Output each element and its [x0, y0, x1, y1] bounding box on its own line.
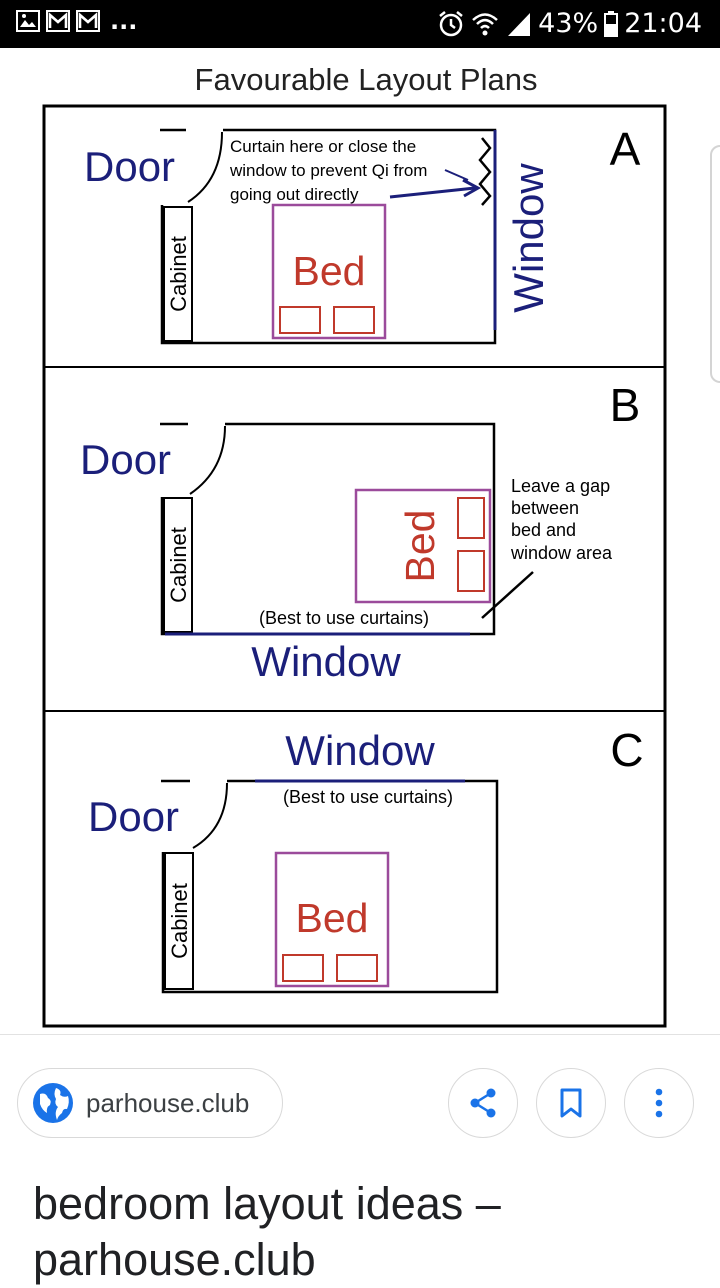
note-text: Leave a gap between bed and window area	[510, 476, 615, 563]
note-arrow	[444, 169, 469, 181]
door-swing	[192, 782, 228, 849]
bookmark-button[interactable]	[536, 1068, 606, 1138]
bed-label: Bed	[293, 248, 366, 294]
status-bar: ... 43% 21:04	[0, 0, 720, 48]
bookmark-icon	[560, 1088, 582, 1118]
bed	[354, 488, 492, 604]
cabinet-label: Cabinet	[166, 527, 191, 603]
room-wall	[160, 128, 497, 345]
plan-a: A Door Cabinet Bed Window Curtain here o…	[84, 123, 641, 345]
share-button[interactable]	[448, 1068, 518, 1138]
cabinet-label: Cabinet	[166, 236, 191, 312]
door-label: Door	[80, 436, 171, 483]
wifi-icon	[472, 12, 499, 35]
notification-overflow: ...	[110, 7, 138, 35]
plan-b: B Door Cabinet Bed (Best to use curtains…	[80, 379, 640, 685]
diagram-frame	[42, 104, 667, 1028]
result-image[interactable]: Favourable Layout Plans A Door Cabinet B…	[0, 48, 720, 1034]
battery-icon	[604, 10, 619, 37]
image-icon	[16, 10, 40, 32]
bed	[274, 851, 390, 988]
door-swing	[189, 425, 226, 495]
diagram-title: Favourable Layout Plans	[195, 62, 538, 97]
door-swing	[187, 131, 223, 203]
note-arrow-head	[462, 178, 482, 198]
note-text: Curtain here or close the window to prev…	[229, 137, 432, 204]
gmail-icon	[76, 10, 100, 32]
door-label: Door	[84, 143, 175, 190]
window-label: Window	[285, 727, 435, 774]
next-image-peek[interactable]	[710, 145, 720, 383]
bed	[271, 203, 387, 340]
panel-letter: A	[610, 123, 641, 175]
battery-percent: 43%	[538, 8, 599, 39]
pillow	[457, 497, 485, 539]
window-label: Window	[505, 163, 552, 313]
gmail-icon	[46, 10, 70, 32]
cabinet-label: Cabinet	[167, 883, 192, 959]
panel-letter: C	[610, 724, 643, 776]
divider	[0, 1034, 720, 1035]
curtain-note: (Best to use curtains)	[259, 608, 429, 628]
result-title[interactable]: bedroom layout ideas – parhouse.club	[33, 1178, 501, 1285]
bed-label: Bed	[397, 510, 443, 583]
curtain-note: (Best to use curtains)	[283, 787, 453, 807]
globe-icon	[33, 1083, 73, 1123]
source-chip[interactable]: parhouse.club	[17, 1068, 283, 1138]
door-label: Door	[88, 793, 179, 840]
pillow	[457, 550, 485, 592]
curtain	[478, 137, 492, 206]
note-pointer	[481, 571, 534, 619]
room-wall	[160, 422, 496, 636]
pillow	[336, 954, 378, 982]
pillow	[279, 306, 321, 334]
share-icon	[470, 1088, 496, 1118]
pillow	[333, 306, 375, 334]
cabinet	[163, 206, 193, 342]
panel-letter: B	[610, 379, 641, 431]
more-vert-icon	[655, 1088, 663, 1118]
clock: 21:04	[624, 8, 702, 39]
source-domain: parhouse.club	[86, 1087, 250, 1118]
pillow	[282, 954, 324, 982]
cabinet	[163, 497, 193, 633]
window-label: Window	[251, 638, 401, 685]
signal-icon	[508, 12, 531, 36]
plan-c: C Window (Best to use curtains) Door Cab…	[88, 724, 644, 994]
cabinet	[164, 852, 194, 990]
more-options-button[interactable]	[624, 1068, 694, 1138]
note-arrow	[389, 186, 476, 199]
alarm-icon	[439, 10, 463, 36]
bed-label: Bed	[296, 895, 369, 941]
